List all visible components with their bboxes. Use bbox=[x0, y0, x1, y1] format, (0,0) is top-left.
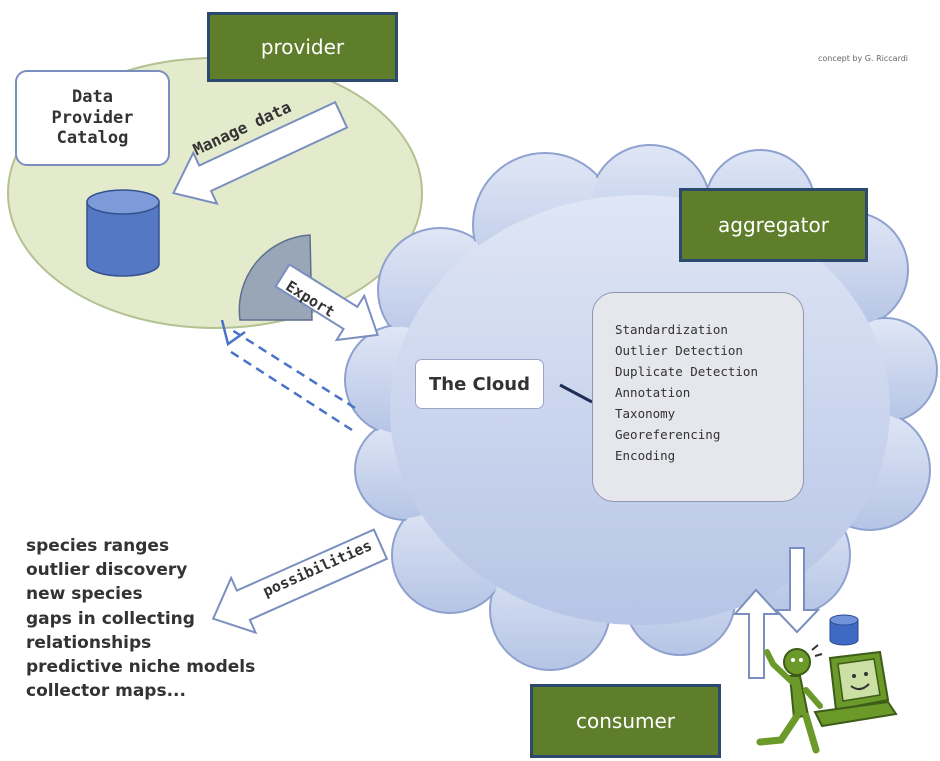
service-item: Encoding bbox=[615, 448, 676, 463]
manage-data-arrow[interactable] bbox=[162, 89, 353, 218]
aggregator-label: aggregator bbox=[679, 188, 868, 262]
service-item: Standardization bbox=[615, 322, 728, 337]
credit-text: concept by G. Riccardi bbox=[818, 54, 909, 63]
aggregator-services-box: Standardization Outlier Detection Duplic… bbox=[592, 292, 804, 502]
service-item: Duplicate Detection bbox=[615, 364, 758, 379]
possibility-item: gaps in collecting bbox=[26, 608, 195, 629]
possibility-item: predictive niche models bbox=[26, 657, 256, 678]
possibility-item: species ranges bbox=[26, 536, 170, 556]
service-item: Taxonomy bbox=[615, 406, 676, 421]
possibility-item: collector maps... bbox=[26, 681, 186, 702]
consumer-up-arrow bbox=[732, 588, 781, 679]
possibilities-list: species ranges outlier discovery new spe… bbox=[26, 534, 255, 703]
return-dashed-arrow bbox=[220, 319, 356, 432]
consumer-figure-icon bbox=[756, 644, 823, 754]
provider-label: provider bbox=[207, 12, 398, 82]
small-database-icon bbox=[829, 614, 859, 646]
service-item: Georeferencing bbox=[615, 427, 721, 442]
export-arrow[interactable] bbox=[269, 253, 392, 356]
cloud-connector-line bbox=[559, 383, 593, 404]
computer-icon bbox=[813, 650, 898, 728]
possibility-item: new species bbox=[26, 584, 143, 605]
consumer-label: consumer bbox=[530, 684, 721, 758]
service-item: Annotation bbox=[615, 385, 691, 400]
catalog-line: Data bbox=[72, 87, 113, 108]
possibilities-arrow[interactable] bbox=[201, 517, 393, 646]
possibility-item: outlier discovery bbox=[26, 560, 188, 581]
database-icon bbox=[86, 189, 160, 277]
cloud-title-box: The Cloud bbox=[415, 359, 544, 409]
consumer-down-arrow bbox=[773, 547, 821, 634]
service-item: Outlier Detection bbox=[615, 343, 743, 358]
data-provider-catalog-box: Data Provider Catalog bbox=[15, 70, 170, 166]
catalog-line: Catalog bbox=[56, 128, 129, 149]
catalog-line: Provider bbox=[51, 107, 134, 128]
possibility-item: relationships bbox=[26, 632, 152, 653]
